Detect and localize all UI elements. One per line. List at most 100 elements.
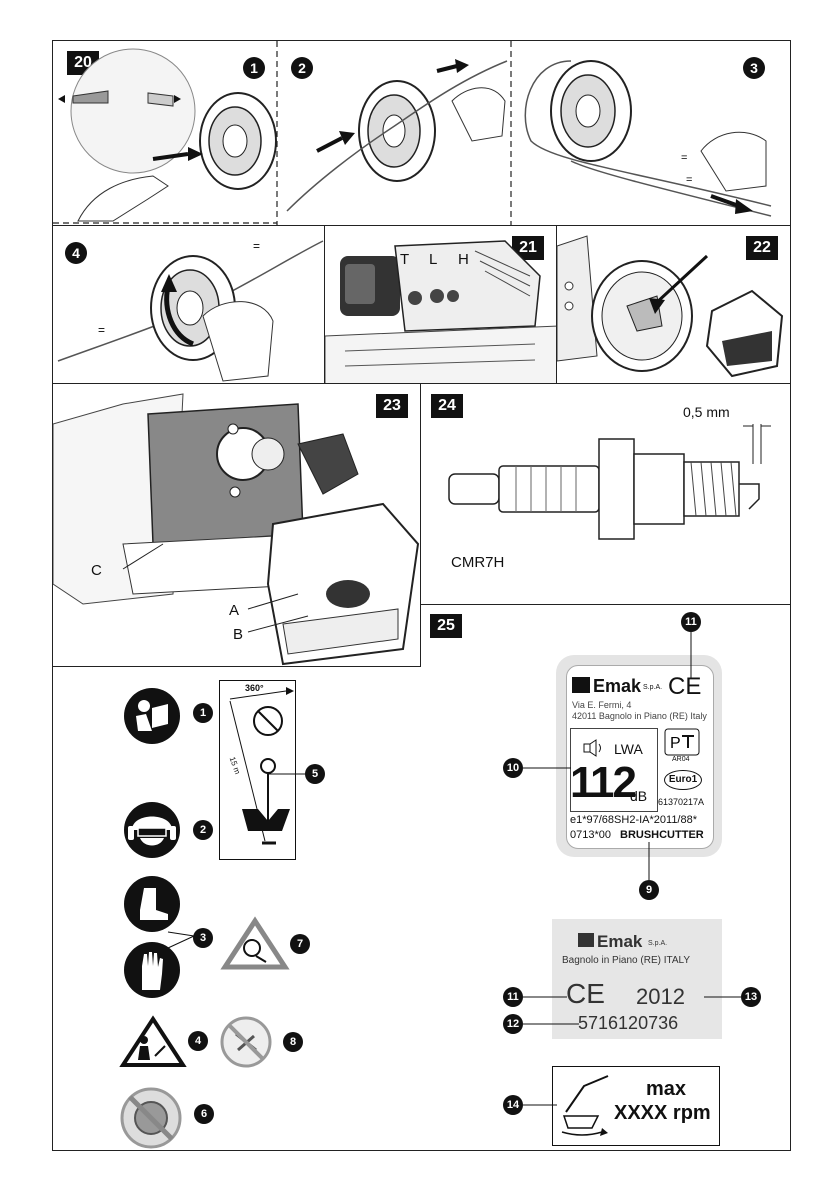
callout-6: 6	[194, 1104, 214, 1124]
callout-4: 4	[188, 1031, 208, 1051]
brand-name: Emak	[593, 676, 642, 696]
figure-25-frame	[52, 604, 791, 1151]
callout-11b: 11	[503, 987, 523, 1007]
callout-leader-11b	[523, 996, 567, 998]
step-3-badge: 3	[743, 57, 765, 79]
svg-text:=: =	[98, 323, 105, 337]
figure-20-panel: 20 1 2 3	[52, 40, 791, 226]
speaker-icon	[583, 739, 601, 757]
head-protection-icon	[124, 802, 180, 858]
figure-24-panel: 24 0,5 mm CMR7H	[420, 383, 791, 605]
pct-mark-icon: P	[664, 728, 700, 756]
callout-3: 3	[193, 928, 213, 948]
brand-suffix: S.p.A.	[648, 940, 668, 947]
approval-line-2: 0713*00	[570, 829, 611, 841]
figure-number: 25	[430, 614, 462, 638]
callout-9: 9	[639, 880, 659, 900]
max-text: max	[646, 1078, 687, 1100]
spool-winding-illustration: = =	[57, 239, 324, 382]
pct-code: AR04	[672, 756, 690, 763]
callout-7: 7	[290, 934, 310, 954]
callout-5: 5	[305, 764, 325, 784]
step-1-badge: 1	[243, 57, 265, 79]
svg-text:=: =	[253, 239, 260, 253]
spark-plug-model: CMR7H	[451, 554, 505, 571]
callout-14: 14	[503, 1095, 523, 1115]
figure-20-step4-panel: 4 = =	[52, 225, 325, 384]
approval-line-1: e1*97/68SH2-IA*2011/88*	[570, 814, 698, 826]
figure-number: 22	[746, 236, 778, 260]
spark-plug-illustration	[448, 424, 771, 540]
read-manual-icon	[124, 688, 180, 744]
noise-box	[570, 728, 658, 812]
db-value: 112	[570, 758, 637, 807]
callout-11: 11	[681, 612, 701, 632]
protective-gloves-icon	[124, 942, 180, 998]
figure-23-panel: 23 C A B	[52, 383, 421, 667]
thrown-objects-warning-icon	[220, 916, 290, 970]
spool-insert-illustration	[58, 48, 277, 222]
line-pull-illustration: = =	[524, 60, 772, 217]
angle-label: 360°	[245, 683, 264, 693]
lwa-label: LWA	[614, 741, 643, 757]
dashed-separators	[53, 41, 512, 225]
callout-leader-12	[523, 1023, 579, 1025]
brand-suffix: S.p.A.	[643, 684, 663, 691]
safety-distance-illustration	[229, 687, 294, 845]
cutting-head-icon	[561, 1075, 609, 1136]
serial-number: 5716120736	[578, 1013, 679, 1033]
callout-leader-9	[648, 842, 650, 880]
figure-number: 24	[431, 394, 463, 418]
max-rpm-label	[552, 1066, 720, 1146]
label-c: C	[91, 562, 102, 579]
callout-13: 13	[741, 987, 761, 1007]
callout-8: 8	[283, 1032, 303, 1052]
plate-address: Bagnolo in Piano (RE) ITALY	[562, 955, 691, 966]
address-line-1: Via E. Fermi, 4	[572, 700, 632, 710]
bystander-warning-icon	[119, 1015, 187, 1067]
callout-leader-14	[523, 1104, 557, 1106]
ce-mark: CE	[566, 978, 605, 1009]
label-t: T	[400, 251, 410, 268]
manufacture-year: 2012	[636, 984, 685, 1009]
address-line-2: 42011 Bagnolo in Piano (RE) Italy	[572, 711, 707, 721]
rating-plate-inner	[566, 665, 714, 849]
emak-logo-mark	[572, 677, 590, 693]
label-b: B	[233, 626, 244, 643]
callout-1: 1	[193, 703, 213, 723]
brand-name: Emak	[597, 932, 643, 951]
callout-2: 2	[193, 820, 213, 840]
emak-logo-mark-small	[578, 933, 594, 947]
label-h: H	[458, 251, 469, 268]
callout-leader-13	[704, 996, 741, 998]
step-4-badge: 4	[65, 242, 87, 264]
callout-10: 10	[503, 758, 523, 778]
callout-leader-10	[523, 767, 571, 769]
no-spraying-prohibition-icon	[220, 1016, 272, 1068]
db-unit: dB	[630, 788, 648, 804]
label-l: L	[429, 251, 438, 268]
product-name: BRUSHCUTTER	[620, 829, 704, 841]
figure-25-header-box	[420, 604, 791, 605]
euro-badge: Euro1	[664, 770, 702, 790]
no-blade-prohibition-icon	[120, 1087, 182, 1149]
label-a: A	[229, 602, 240, 619]
figure-number: 23	[376, 394, 408, 418]
callout-leader-11	[690, 632, 692, 678]
spark-plug-cover-illustration	[53, 393, 420, 666]
electrode-gap-label: 0,5 mm	[683, 404, 730, 420]
svg-text:=: =	[681, 152, 687, 164]
rpm-text: XXXX rpm	[614, 1102, 711, 1124]
step-2-badge: 2	[291, 57, 313, 79]
air-filter-illustration	[557, 235, 784, 378]
callout-leader-3	[167, 931, 195, 949]
carburetor-adjustment-illustration	[325, 240, 556, 383]
ce-mark: CE	[668, 673, 702, 700]
protective-boots-icon	[124, 876, 180, 932]
svg-text:=: =	[686, 174, 692, 186]
product-code: 61370217A	[658, 797, 705, 807]
figure-21-panel: 21 T L H	[324, 225, 557, 384]
callout-12: 12	[503, 1014, 523, 1034]
safety-distance-panel: 360° 15 m	[219, 680, 296, 860]
svg-text:P: P	[670, 735, 681, 752]
